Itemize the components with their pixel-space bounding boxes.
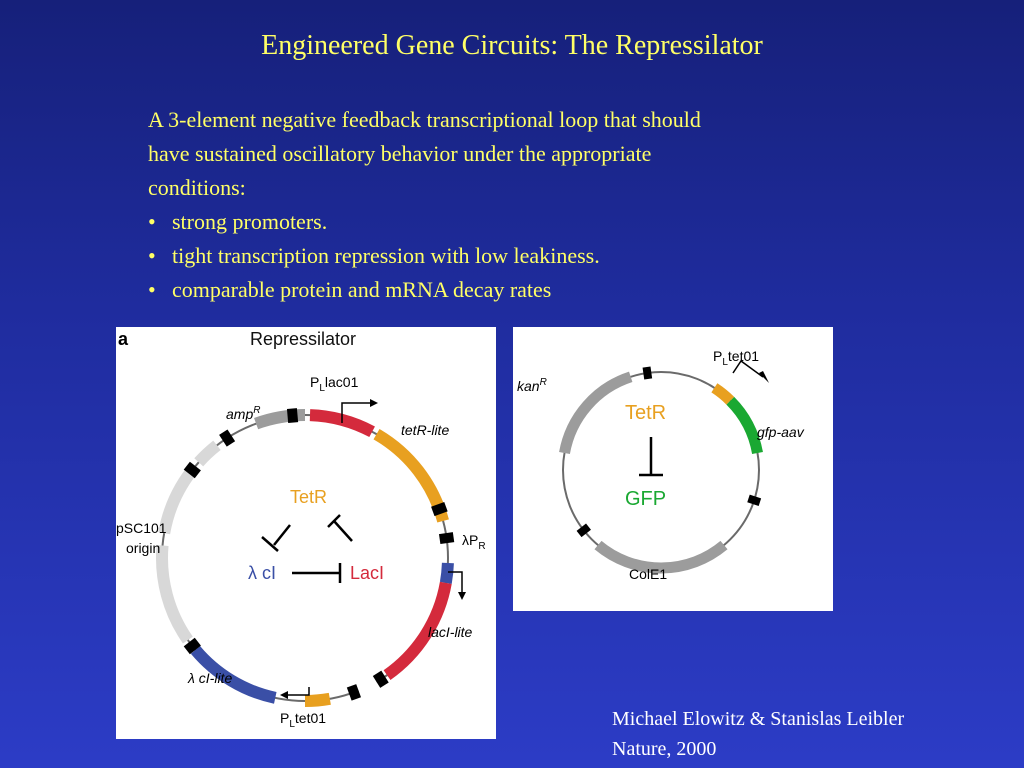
gfp-gene-segment [726,396,763,455]
terminator-mark [747,494,762,506]
bullet-icon: • [148,209,156,234]
reporter-plasmid-ring [559,366,763,574]
node-tetr: TetR [290,487,327,507]
slide-body: A 3-element negative feedback transcript… [148,103,908,307]
terminator-mark [183,461,201,479]
arrowhead-icon [370,399,378,407]
repression-line [333,520,353,542]
arrowhead-icon [759,371,769,383]
origin-label: pSC101 [116,520,167,536]
intro-line: conditions: [148,175,246,200]
citation: Michael Elowitz & Stanislas Leibler Natu… [612,704,904,764]
reporter-figure: PLtet01 kanR gfp-aav ColE1 TetR GFP [513,327,833,611]
repressilator-diagram: a Repressilator [116,329,486,730]
repression-bar [261,536,279,552]
terminator-mark [219,429,236,447]
cole1-label: ColE1 [629,566,667,582]
plasmid-ring [156,408,455,707]
terminator-mark [576,523,591,538]
terminator-mark [642,366,653,380]
repression-link [639,437,663,477]
origin-segment [158,462,201,535]
bullet-item: • comparable protein and mRNA decay rate… [148,273,908,307]
bullet-item: • strong promoters. [148,205,908,239]
terminator-mark [183,637,201,655]
kan-segment [559,371,633,455]
promoter-arrow-icon [288,687,310,696]
slide-title: Engineered Gene Circuits: The Repressila… [261,30,763,61]
promoter-pltet01-label: PLtet01 [280,710,326,730]
pltet01-segment [711,383,735,405]
pltet01-segment [304,692,331,707]
promoter-pltet01-label: PLtet01 [713,348,759,368]
intro-line: A 3-element negative feedback transcript… [148,107,701,132]
ci-lite-label: λ cI-lite [187,670,232,686]
repression-line [273,524,291,546]
laci-gene-segment [383,581,452,681]
node-tetr: TetR [625,402,666,424]
kan-label: kanR [517,377,547,394]
promoter-arrow-icon [732,359,764,378]
bullet-text: comparable protein and mRNA decay rates [172,277,552,302]
origin-segment-lower [156,545,193,644]
arrowhead-icon [458,592,466,600]
amp-label: ampR [226,405,260,422]
origin-label: origin [126,540,160,556]
panel-letter: a [118,329,129,349]
terminator-mark [372,670,389,688]
terminator-mark [438,532,455,545]
bullet-text: tight transcription repression with low … [172,243,600,268]
laci-lite-label: lacI-lite [428,624,473,640]
bullet-icon: • [148,277,156,302]
node-laci: LacI [350,563,384,583]
promoter-pllac01-label: PLlac01 [310,374,359,394]
amp-segment [254,409,306,430]
arrowhead-icon [280,691,288,699]
gfp-aav-label: gfp-aav [757,424,805,440]
repression-bar [327,514,341,528]
promoter-arrow-icon [341,402,370,423]
lambda-pr-segment [439,562,454,584]
node-lambda-ci: λ cI [248,563,276,583]
amp-segment-light [194,440,221,467]
repressilator-figure: a Repressilator [116,327,496,739]
intro-line: have sustained oscillatory behavior unde… [148,141,652,166]
tetr-lite-label: tetR-lite [401,422,449,438]
spacer-segment [356,676,380,697]
terminator-mark [286,408,299,423]
citation-authors: Michael Elowitz & Stanislas Leibler [612,708,905,730]
pllac01-segment [309,409,375,438]
repression-links [261,514,353,583]
bullet-text: strong promoters. [172,209,328,234]
citation-journal: Nature, 2000 [612,738,717,760]
ci-gene-segment [190,645,277,704]
cole1-segment [594,540,728,574]
terminator-mark [431,501,448,517]
reporter-diagram: PLtet01 kanR gfp-aav ColE1 TetR GFP [517,348,805,582]
promoter-lambda-pr-label: λPR [462,532,486,552]
terminator-mark [346,684,362,701]
node-gfp: GFP [625,488,666,510]
figure-heading: Repressilator [250,329,356,349]
promoter-arrow-icon [448,571,463,592]
bullet-icon: • [148,243,156,268]
bullet-item: • tight transcription repression with lo… [148,239,908,273]
